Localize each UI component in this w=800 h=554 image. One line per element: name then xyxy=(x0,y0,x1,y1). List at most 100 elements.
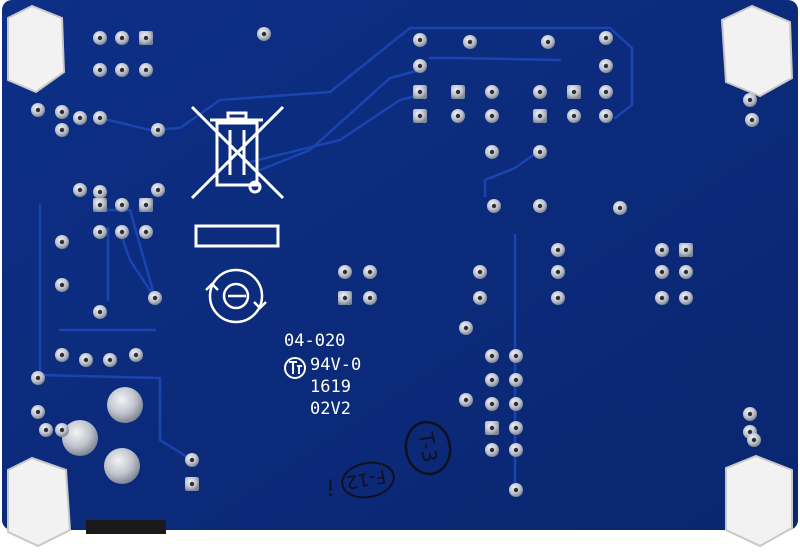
pad-hole xyxy=(537,203,543,209)
pad-hole xyxy=(489,353,495,359)
pad-hole xyxy=(97,67,103,73)
svg-text:T-3: T-3 xyxy=(413,429,442,464)
pad-hole xyxy=(97,229,103,235)
board-code: 04-020 xyxy=(284,331,345,351)
pad-hole xyxy=(489,89,495,95)
pad-hole xyxy=(747,429,753,435)
pad-hole xyxy=(417,89,423,95)
pad-hole xyxy=(545,39,551,45)
pad-hole xyxy=(59,282,65,288)
pad-hole xyxy=(43,427,49,433)
weee-bin-icon xyxy=(190,105,285,200)
pad-hole xyxy=(537,149,543,155)
standoff-top-right xyxy=(720,4,794,98)
pad-hole xyxy=(119,67,125,73)
pad-hole xyxy=(119,35,125,41)
revision-code: 02V2 xyxy=(310,399,351,419)
pad-hole xyxy=(143,67,149,73)
pad-hole xyxy=(659,295,665,301)
pad-hole xyxy=(513,401,519,407)
pad-hole xyxy=(35,107,41,113)
bottom-connector xyxy=(86,520,166,534)
pad-hole xyxy=(467,39,473,45)
ul-logo-icon xyxy=(284,357,306,379)
pad-hole xyxy=(417,113,423,119)
handwritten-mark: ! xyxy=(326,477,335,502)
pad-hole xyxy=(155,187,161,193)
pad-hole xyxy=(491,203,497,209)
pad-hole xyxy=(603,35,609,41)
pad-hole xyxy=(513,353,519,359)
pad-hole xyxy=(35,375,41,381)
pad-hole xyxy=(59,427,65,433)
pad-hole xyxy=(463,397,469,403)
pad-hole xyxy=(367,295,373,301)
pad-hole xyxy=(143,35,149,41)
pad-hole xyxy=(603,89,609,95)
standoff-bottom-right xyxy=(725,454,793,548)
pad-hole xyxy=(489,377,495,383)
pad-hole xyxy=(659,269,665,275)
pad-hole xyxy=(749,117,755,123)
pad-hole xyxy=(463,325,469,331)
pad-hole xyxy=(489,447,495,453)
pad-hole xyxy=(417,63,423,69)
pad-hole xyxy=(261,31,267,37)
pad-hole xyxy=(152,295,158,301)
pad-hole xyxy=(683,269,689,275)
date-code: 1619 xyxy=(310,377,351,397)
pad-hole xyxy=(513,487,519,493)
pad-hole xyxy=(59,352,65,358)
pad-hole xyxy=(617,205,623,211)
pad-hole xyxy=(35,409,41,415)
pad-hole xyxy=(455,89,461,95)
pad-hole xyxy=(417,37,423,43)
pad-hole xyxy=(119,229,125,235)
standoff-top-left xyxy=(7,4,66,94)
pad-hole xyxy=(97,35,103,41)
pad-hole xyxy=(659,247,665,253)
pad-hole xyxy=(455,113,461,119)
pad-hole xyxy=(489,113,495,119)
pad-hole xyxy=(189,481,195,487)
handwritten-t3-label: T-3 xyxy=(404,420,452,476)
pad-hole xyxy=(751,437,757,443)
pad-hole xyxy=(683,247,689,253)
pad-hole xyxy=(77,115,83,121)
flammability-rating: 94V-0 xyxy=(310,355,361,375)
pad-hole xyxy=(513,425,519,431)
pad-hole xyxy=(59,239,65,245)
pad-hole xyxy=(97,189,103,195)
recycle-icon xyxy=(205,268,267,324)
pad-hole xyxy=(555,295,561,301)
pad-hole xyxy=(97,309,103,315)
pad-hole xyxy=(155,127,161,133)
pad-hole xyxy=(119,202,125,208)
pad-hole xyxy=(513,447,519,453)
pad-hole xyxy=(97,115,103,121)
pad-hole xyxy=(83,357,89,363)
pad-hole xyxy=(603,63,609,69)
standoff-bottom-left xyxy=(7,456,72,548)
pad-hole xyxy=(477,269,483,275)
pad-hole xyxy=(77,187,83,193)
large-pads xyxy=(62,387,143,484)
pad-hole xyxy=(747,97,753,103)
pcb-board xyxy=(2,0,798,530)
pad-hole xyxy=(555,269,561,275)
pad-hole xyxy=(59,127,65,133)
pad-hole xyxy=(342,269,348,275)
pad-hole xyxy=(97,202,103,208)
pad-hole xyxy=(489,425,495,431)
pad-hole xyxy=(189,457,195,463)
pad-hole xyxy=(603,113,609,119)
pad-hole xyxy=(747,411,753,417)
pad-hole xyxy=(555,247,561,253)
pad-hole xyxy=(367,269,373,275)
pad-hole xyxy=(133,352,139,358)
pad-hole xyxy=(537,89,543,95)
solder-pads xyxy=(31,27,761,497)
pad-hole xyxy=(513,377,519,383)
pad-hole xyxy=(683,295,689,301)
